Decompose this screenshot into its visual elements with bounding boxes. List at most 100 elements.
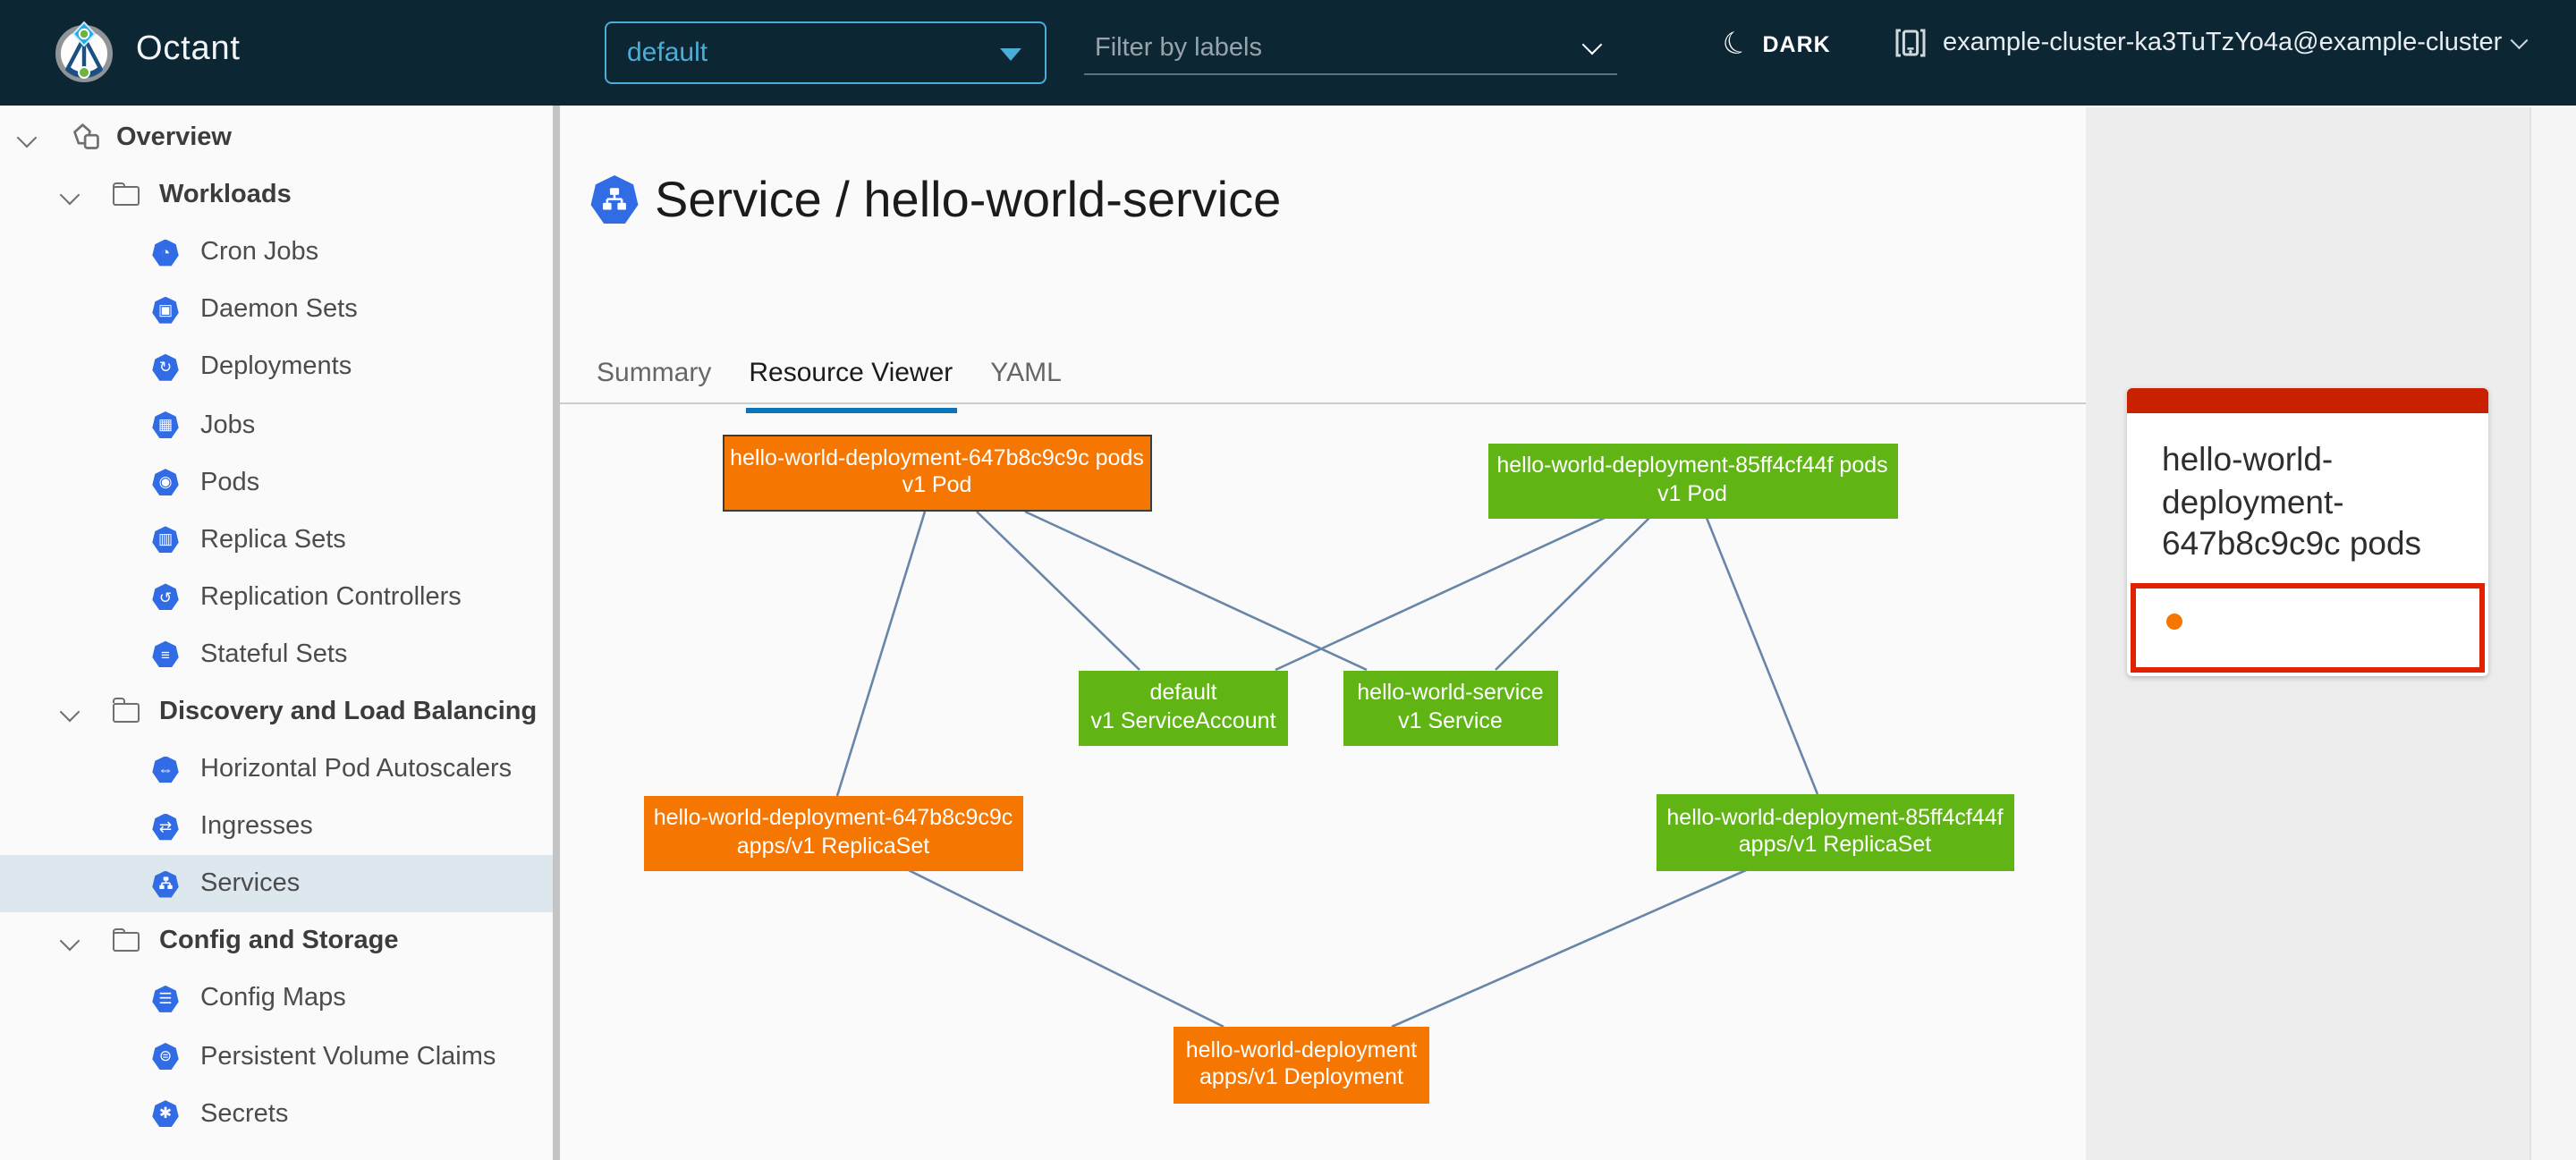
secrets-icon: ✱ [152,1100,179,1128]
sidebar-item-config-maps[interactable]: ☰ Config Maps [0,970,559,1028]
chevron-down-icon [1581,34,1603,55]
tab-yaml[interactable]: YAML [990,357,1062,387]
graph-node-kind: v1 Pod [902,472,972,498]
sidebar-item-services[interactable]: Services [0,855,559,913]
card-title: hello-world-deployment-647b8c9c9c pods [2162,440,2422,562]
graph-node-kind: v1 ServiceAccount [1090,707,1276,732]
service-icon [590,175,639,224]
graph-edge [1705,517,1819,795]
sidebar-item-config-and-storage[interactable]: Config and Storage [0,913,559,970]
sidebar-item-daemon-sets[interactable]: ▣ Daemon Sets [0,282,559,339]
page-title-text: Service / hello-world-service [655,171,1282,226]
sidebar-item-secrets[interactable]: ✱Secrets [0,1085,559,1142]
replicasets-icon: ▥ [152,526,179,554]
chevron-down-icon[interactable] [59,931,80,952]
tab-divider [559,402,2576,404]
sidebar-item-cron-jobs[interactable]: ◔ Cron Jobs [0,224,559,281]
graph-node-kind: apps/v1 ReplicaSet [1738,832,1932,858]
sidebar-item-stateful-sets[interactable]: ≡ Stateful Sets [0,626,559,683]
sidebar-item-label: Replication Controllers [200,582,462,612]
sidebar-item-label: Horizontal Pod Autoscalers [200,755,513,784]
sidebar-item-label: Pods [200,468,260,497]
pods-icon: ◉ [152,469,179,496]
sidebar-item-label: Config and Storage [159,927,399,956]
chevron-down-icon [2510,31,2527,49]
app-title: Octant [136,30,241,68]
sidebar-item-jobs[interactable]: ▦ Jobs [0,396,559,453]
tab-summary[interactable]: Summary [597,357,712,387]
label-filter-input[interactable]: Filter by labels [1084,25,1617,75]
graph-edge [976,511,1140,671]
sidebar-item-label: Persistent Volume Claims [200,1042,496,1071]
namespace-select[interactable]: default [604,21,1046,83]
graph-node-name: hello-world-service [1357,680,1544,705]
deployments-icon: ↻ [152,353,179,381]
sidebar-item-label: Workloads [159,181,292,210]
node-detail-card: hello-world-deployment-647b8c9c9c pods [2126,387,2487,676]
sidebar-item-persistent-volume-claims[interactable]: ⊜Persistent Volume Claims [0,1028,559,1085]
sidebar-item-overview[interactable]: Overview [0,109,559,166]
caret-down-icon [999,47,1021,60]
sidebar-item-label: Overview [116,123,232,153]
sidebar-item-label: Stateful Sets [200,639,348,669]
graph-node-kind: apps/v1 ReplicaSet [736,833,930,859]
page-title: Service / hello-world-service [590,171,1281,228]
sidebar-item-deployments[interactable]: ↻Deployments [0,339,559,396]
daemonsets-icon: ▣ [152,296,179,324]
sidebar-item-ingresses[interactable]: ⇄Ingresses [0,798,559,855]
graph-node-name: default [1149,680,1217,705]
sidebar-item-workloads[interactable]: Workloads [0,166,559,224]
sidebar-scrollbar[interactable] [552,105,559,1160]
cluster-name: example-cluster-ka3TuTzYo4a@example-clus… [1943,29,2503,57]
graph-node-name: hello-world-deployment-85ff4cf44f [1666,804,2004,830]
sidebar-item-label: Replica Sets [200,525,346,555]
jobs-icon: ▦ [152,411,179,438]
folder-icon [112,927,140,953]
graph-node-name: hello-world-deployment-85ff4cf44f pods [1496,453,1888,478]
graph-node-kind: apps/v1 Deployment [1199,1064,1403,1090]
sidebar-item-label: Jobs [200,411,256,440]
dark-theme-label: DARK [1762,31,1831,56]
ingresses-icon: ⇄ [152,813,179,841]
pod-status-dot-icon[interactable] [2165,613,2182,629]
chevron-down-icon[interactable] [59,701,80,723]
dark-theme-toggle[interactable]: ☾ DARK [1717,23,1831,65]
panel-scrollbar-track[interactable] [2529,106,2576,1160]
configmaps-icon: ☰ [152,985,179,1012]
cluster-selector[interactable]: example-cluster-ka3TuTzYo4a@example-clus… [1893,25,2527,61]
graph-node-kind: v1 Service [1398,707,1503,732]
sidebar-item-label: Cron Jobs [200,238,319,267]
graph-edge [908,868,1224,1029]
card-status-bar [2126,387,2487,413]
header-bar: Octant default Filter by labels ☾ DARK e… [0,0,2576,105]
graph-node-name: hello-world-deployment-647b8c9c9c [653,805,1013,831]
sidebar-item-discovery-and-load-balancing[interactable]: Discovery and Load Balancing [0,683,559,741]
graph-node-name: hello-world-deployment-647b8c9c9c pods [730,445,1144,470]
statefulsets-icon: ≡ [152,640,179,668]
sidebar-item-label: Config Maps [200,984,346,1013]
sidebar-item-pods[interactable]: ◉ Pods [0,453,559,511]
services-icon [152,870,179,898]
sidebar-item-horizontal-pod-autoscalers[interactable]: ⇔Horizontal Pod Autoscalers [0,741,559,798]
chevron-down-icon[interactable] [59,184,80,206]
sidebar-item-label: Discovery and Load Balancing [159,697,538,726]
sidebar-item-replica-sets[interactable]: ▥ Replica Sets [0,511,559,568]
sidebar-item-replication-controllers[interactable]: ↺Replication Controllers [0,569,559,626]
tab-bar: Summary Resource Viewer YAML [593,357,1096,412]
tab-resource-viewer[interactable]: Resource Viewer [745,357,957,412]
chevron-down-icon[interactable] [16,127,38,148]
sidebar-item-label: Daemon Sets [200,295,358,325]
sidebar-item-label: Services [200,869,301,899]
cronjobs-icon: ◔ [152,239,179,267]
graph-edge [1495,517,1650,671]
